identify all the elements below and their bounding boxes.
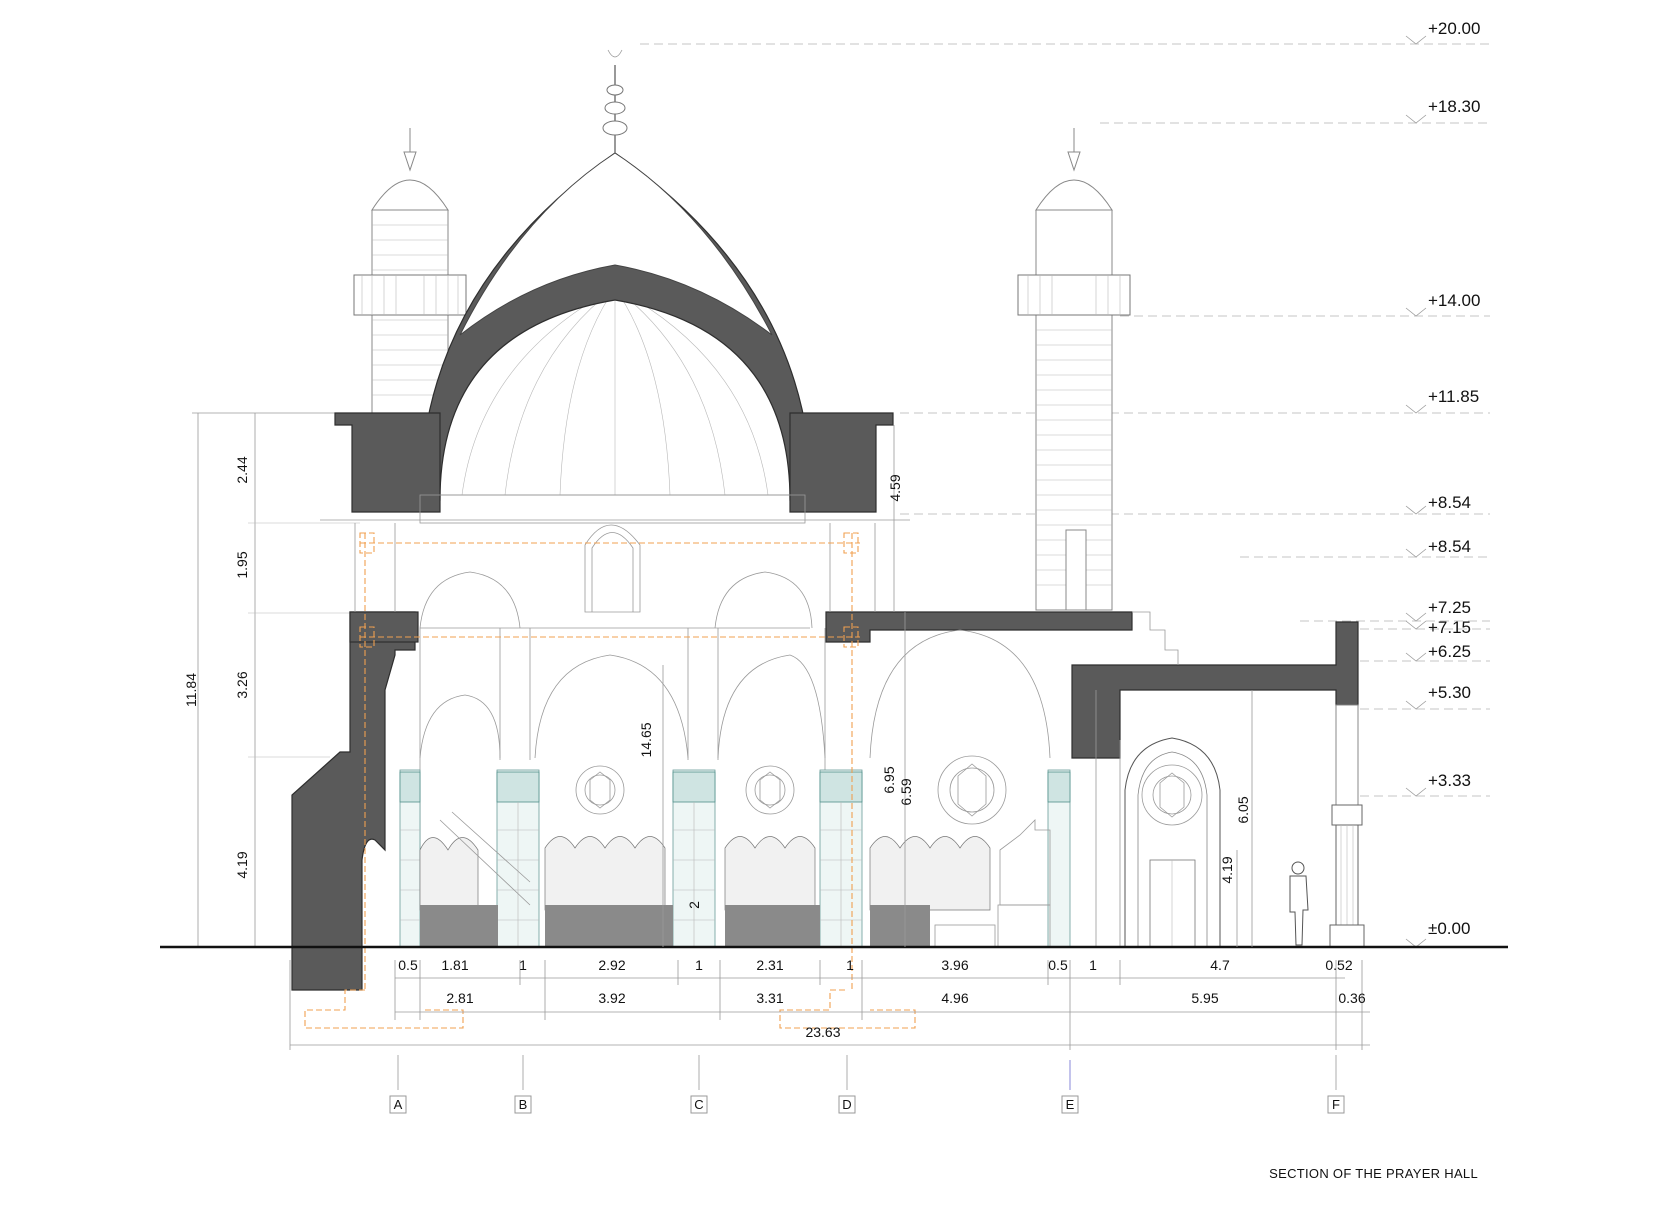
dim-value: 2.92 [598, 957, 625, 973]
dim-segment-label: 4.19 [234, 851, 250, 878]
level-marker: +7.15 [1405, 618, 1471, 637]
right-minaret [1017, 128, 1131, 611]
minbar [439, 611, 1179, 948]
grid-axis-label: F [1332, 1097, 1340, 1112]
left-dimensions: 11.84 2.44 1.95 3.26 4.19 [183, 412, 360, 948]
dim-value: 0.52 [1325, 957, 1352, 973]
level-marker: +6.25 [1405, 642, 1471, 662]
level-marker: +14.00 [1405, 291, 1480, 317]
drawing-caption: SECTION OF THE PRAYER HALL [1269, 1166, 1478, 1181]
level-marker: +20.00 [1405, 19, 1480, 45]
inner-dims: 4.59 14.65 6.95 6.59 6.05 4.19 2 [638, 474, 1251, 909]
dim-value: 3.31 [756, 990, 783, 1006]
grid-axis-label: D [842, 1097, 851, 1112]
level-label: +6.25 [1428, 642, 1471, 661]
arch-dim: 6.59 [898, 778, 914, 805]
grid-axis-label: A [394, 1097, 403, 1112]
dim-value: 0.5 [1048, 957, 1068, 973]
grid-axis-A: A [389, 1095, 407, 1114]
level-marker: +3.33 [1405, 771, 1471, 797]
dim-value: 1 [1089, 957, 1097, 973]
grid-axis-B: B [514, 1095, 532, 1114]
columns [399, 769, 1071, 948]
bottom-dims-row1: 0.5 1.81 1 2.92 1 2.31 1 3.96 0.5 1 4.7 … [398, 957, 1353, 973]
level-marker: +11.85 [1405, 387, 1479, 414]
dim-value: 1 [695, 957, 703, 973]
level-label: +18.30 [1428, 97, 1480, 116]
grid-axis-D: D [838, 1095, 856, 1114]
level-label: +7.25 [1428, 598, 1471, 617]
level-marker: +8.54 [1405, 493, 1471, 515]
left-minaret [353, 128, 467, 416]
dim-segment-label: 2.44 [234, 456, 250, 483]
level-marker: +7.25 [1405, 598, 1471, 622]
dim-segment-label: 3.26 [234, 671, 250, 698]
drum [320, 494, 910, 629]
dim-value: 1 [846, 957, 854, 973]
level-label: +8.54 [1428, 537, 1471, 556]
dome-height-dim: 14.65 [638, 722, 654, 757]
foundation-outline [304, 532, 916, 1029]
bottom-dims-row2: 2.81 3.92 3.31 4.96 5.95 0.36 [446, 990, 1365, 1006]
inner-dim-lines [662, 425, 1253, 947]
level-label: ±0.00 [1428, 919, 1470, 938]
level-label: +7.15 [1428, 618, 1471, 637]
arch-dim: 6.95 [881, 766, 897, 793]
level-label: +8.54 [1428, 493, 1471, 512]
level-marker: +5.30 [1405, 683, 1471, 710]
grid-axes: A B C D E F [389, 1055, 1345, 1114]
lattice-screens [419, 836, 991, 947]
rose-windows [575, 755, 1203, 826]
dim-value: 1.81 [441, 957, 468, 973]
drum-arches [419, 571, 813, 760]
portico [1095, 690, 1365, 948]
grid-axis-F: F [1327, 1095, 1345, 1114]
wall-top-dim: 4.59 [887, 474, 903, 501]
level-label: +11.85 [1428, 387, 1479, 406]
dim-value: 4.96 [941, 990, 968, 1006]
dim-value: 0.5 [398, 957, 418, 973]
main-dome [419, 49, 813, 501]
level-marker: +8.54 [1405, 537, 1471, 558]
dim-value: 0.36 [1338, 990, 1365, 1006]
total-length-dim: 23.63 [805, 1024, 840, 1040]
grid-axis-C: C [690, 1095, 708, 1114]
level-markers: +20.00 +18.30 +14.00 +11.85 +8.54 +8.54 … [1405, 19, 1480, 948]
dim-value: 5.95 [1191, 990, 1218, 1006]
level-marker: ±0.00 [1405, 919, 1470, 948]
dim-segment-label: 1.95 [234, 551, 250, 578]
dim-value: 3.96 [941, 957, 968, 973]
portico-dim: 6.05 [1235, 796, 1251, 823]
dim-value: 2.31 [756, 957, 783, 973]
grid-axis-E: E [1061, 1095, 1079, 1114]
dim-value: 1 [519, 957, 527, 973]
grid-axis-label: B [519, 1097, 528, 1112]
level-lines [640, 43, 1490, 948]
bottom-dimension-lines [289, 960, 1370, 1050]
dim-value: 4.7 [1210, 957, 1230, 973]
level-label: +14.00 [1428, 291, 1480, 310]
portico-dim: 4.19 [1219, 856, 1235, 883]
level-label: +3.33 [1428, 771, 1471, 790]
overall-height-label: 11.84 [183, 673, 199, 707]
level-marker: +18.30 [1405, 97, 1480, 124]
grid-axis-label: E [1066, 1097, 1075, 1112]
grid-axis-label: C [694, 1097, 703, 1112]
level-label: +5.30 [1428, 683, 1471, 702]
column-dim: 2 [686, 901, 702, 909]
level-label: +20.00 [1428, 19, 1480, 38]
dim-value: 3.92 [598, 990, 625, 1006]
dim-value: 2.81 [446, 990, 473, 1006]
